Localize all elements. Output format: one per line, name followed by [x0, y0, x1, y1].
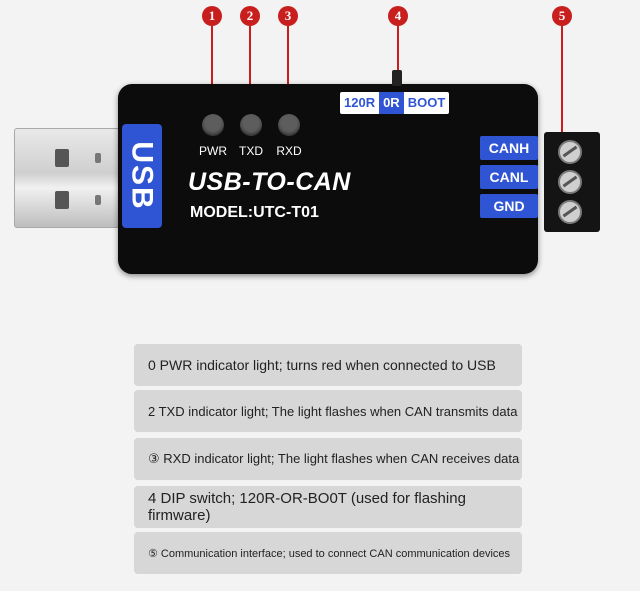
- callout-number: 2: [240, 6, 260, 26]
- device-model: MODEL:UTC-T01: [190, 204, 319, 221]
- usb-tag-label: USB: [126, 141, 159, 211]
- screw-icon: [558, 170, 582, 194]
- description-text: 0 PWR indicator light; turns red when co…: [148, 357, 496, 373]
- description-item-5: ⑤ Communication interface; used to conne…: [134, 532, 522, 574]
- usb-plug: [14, 128, 122, 228]
- screw-icon: [558, 200, 582, 224]
- led-label-rxd: RXD: [276, 144, 302, 158]
- callout-number: 1: [202, 6, 222, 26]
- dip-switch-knob: [392, 70, 402, 86]
- device-brand: USB-TO-CAN: [188, 168, 351, 196]
- switch-label-0r: 0R: [379, 92, 404, 114]
- usb-to-can-adapter: USB PWR TXD RXD 120R 0R BOOT USB-TO-CAN …: [118, 70, 538, 274]
- screw-terminal: [544, 132, 600, 232]
- description-item-1: 0 PWR indicator light; turns red when co…: [134, 344, 522, 386]
- dip-switch-labels: 120R 0R BOOT: [340, 92, 450, 114]
- description-item-4: 4 DIP switch; 120R-OR-BO0T (used for fla…: [134, 486, 522, 528]
- description-text: ③ RXD indicator light; The light flashes…: [148, 451, 520, 466]
- led-txd: [240, 114, 262, 136]
- description-text: 4 DIP switch; 120R-OR-BO0T (used for fla…: [148, 490, 466, 524]
- usb-tag: USB: [122, 124, 162, 228]
- led-rxd: [278, 114, 300, 136]
- description-item-3: ③ RXD indicator light; The light flashes…: [134, 438, 522, 480]
- description-text: ⑤ Communication interface; used to conne…: [148, 547, 511, 560]
- description-text: 2 TXD indicator light; The light flashes…: [148, 403, 518, 419]
- led-label-pwr: PWR: [199, 144, 227, 158]
- pin-label-canl: CANL: [480, 165, 538, 189]
- callout-number: 5: [552, 6, 572, 26]
- product-illustration: 1 2 3 4 5 USB PWR TXD RXD 120R: [0, 0, 640, 300]
- screw-icon: [558, 140, 582, 164]
- callout-marker-4: 4: [388, 6, 408, 74]
- description-item-2: 2 TXD indicator light; The light flashes…: [134, 390, 522, 432]
- led-pwr: [202, 114, 224, 136]
- switch-label-boot: BOOT: [407, 95, 446, 110]
- led-label-txd: TXD: [239, 144, 263, 158]
- pin-label-canh: CANH: [480, 136, 538, 160]
- pin-label-gnd: GND: [480, 194, 538, 218]
- switch-label-120r: 120R: [344, 95, 376, 110]
- callout-number: 4: [388, 6, 408, 26]
- callout-number: 3: [278, 6, 298, 26]
